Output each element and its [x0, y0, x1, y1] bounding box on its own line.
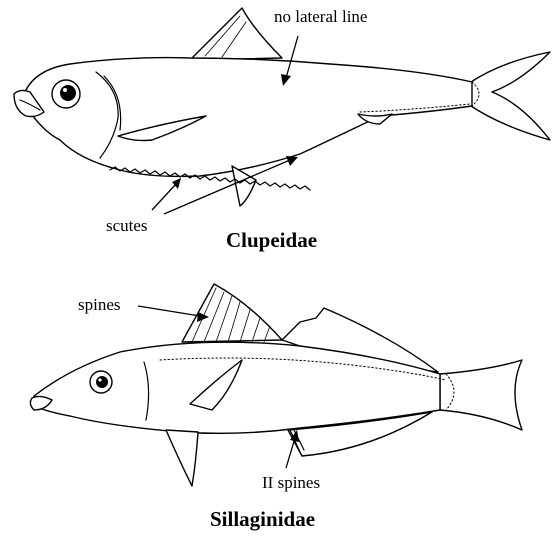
label-spines: spines	[78, 296, 121, 313]
sillaginidae-pelvic-fin	[166, 430, 198, 486]
label-ii-spines: II spines	[262, 474, 320, 491]
sillaginidae-caudal-fin	[440, 360, 522, 430]
family-name-sillaginidae: Sillaginidae	[210, 509, 315, 530]
